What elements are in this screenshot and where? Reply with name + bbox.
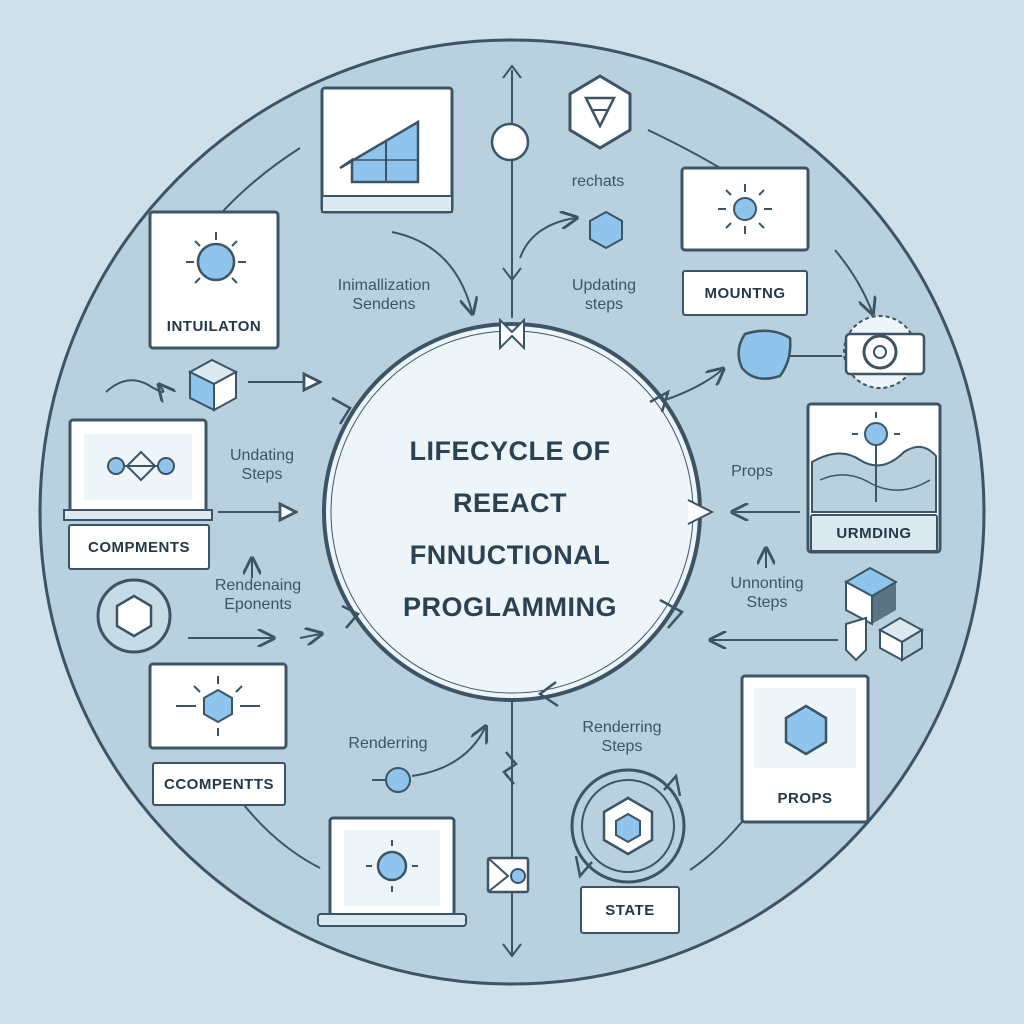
arrow-init-to-center	[391, 231, 472, 312]
ring-marker-bottom	[537, 681, 559, 708]
label-updating-left-line-1: Undating	[229, 447, 295, 464]
laptop-components-icon	[63, 418, 213, 521]
rendering-dot-icon	[385, 767, 411, 793]
hexagon-badge-icon	[568, 74, 632, 150]
outer-arc-top-right	[647, 129, 721, 169]
ring-marker-left-top	[331, 396, 352, 425]
label-rendering: Renderring	[348, 735, 428, 752]
swoosh-arrow	[105, 379, 163, 392]
blob-icon	[737, 329, 792, 380]
arrow-rendering-bottom	[411, 728, 485, 777]
ring-marker-right	[687, 499, 715, 525]
axis-node	[490, 122, 530, 162]
label-rendering-eponents-line-1: Rendenaing	[214, 577, 302, 594]
tag-umding: URMDING	[810, 514, 938, 552]
axis-top-arrow	[502, 64, 522, 79]
label-rendering-steps: Renderring Steps	[566, 718, 678, 756]
small-hexagon-icon	[589, 210, 623, 250]
axis-mid-arrow	[502, 267, 522, 282]
arrow-blob-to-ring	[664, 370, 722, 401]
tag-mounting: MOUNTNG	[682, 270, 808, 316]
label-props-right: Props	[731, 463, 773, 480]
ring-marker-top	[499, 317, 525, 351]
label-unmounting-line-1: Unnonting	[730, 575, 804, 592]
tiny-arrow-rendering-left	[299, 634, 320, 638]
laptop-bottom-icon	[317, 816, 467, 927]
label-rendering-eponents-line-2: Eponents	[224, 596, 292, 613]
label-unmounting-line-2: Steps	[746, 594, 788, 611]
camera-icon	[843, 315, 926, 389]
ring-marker-right-bottom	[659, 598, 684, 629]
ring-marker-right-top	[649, 389, 671, 413]
label-init-line-1: Inimallization	[337, 277, 431, 294]
landscape-panel	[806, 402, 942, 554]
center-title-line-3: FNNUCTIONAL	[409, 540, 611, 570]
center-title-line-4: PROGLAMMING	[403, 592, 617, 622]
label-updating-steps-top: Updating steps	[552, 276, 656, 314]
label-recheats: rechats	[571, 173, 625, 190]
label-rendering-steps-line-1: Renderring	[582, 719, 662, 736]
label-updating-top-line-2: steps	[584, 296, 624, 313]
components-panel-bottom	[148, 662, 288, 750]
label-updating-steps-left: Undating Steps	[212, 446, 312, 484]
tag-state: STATE	[580, 886, 680, 934]
tag-compments-left: COMPMENTS	[68, 524, 210, 570]
label-rendering-steps-line-2: Steps	[601, 738, 643, 755]
tag-compments-bottom: CCOMPENTTS	[152, 762, 286, 806]
label-init-line-2: Sendens	[352, 296, 416, 313]
center-title-line-1: LIFECYCLE OF	[409, 436, 611, 466]
arrow-recheats	[519, 218, 575, 259]
tag-intuilaton: INTUILATON	[152, 308, 276, 344]
hexagon-circle-icon	[96, 578, 172, 654]
state-refresh-icon	[570, 768, 686, 884]
video-icon	[486, 856, 530, 894]
label-updating-top-line-1: Updating	[571, 277, 637, 294]
center-title-line-2: REEACT	[452, 488, 567, 518]
label-unmounting-steps: Unnonting Steps	[712, 574, 822, 612]
label-init-sendens: Inimallization Sendens	[318, 276, 450, 314]
mounting-panel	[680, 166, 810, 252]
label-rendering-eponents: Rendenaing Eponents	[196, 576, 320, 614]
outer-arc-right	[834, 249, 872, 312]
center-title: LIFECYCLE OF REEACT FNNUCTIONAL PROGLAMM…	[360, 425, 660, 633]
axis-bottom-arrow	[502, 943, 522, 958]
chart-panel-icon	[320, 86, 454, 214]
ring-marker-left-bottom	[341, 604, 360, 629]
axis-zigzag	[502, 751, 518, 785]
cubes-icon-right	[843, 566, 925, 662]
outer-arc-left-bottom	[239, 799, 321, 869]
cube-icon-left	[187, 358, 239, 412]
tag-props-card: PROPS	[754, 780, 856, 816]
label-updating-left-line-2: Steps	[241, 466, 283, 483]
